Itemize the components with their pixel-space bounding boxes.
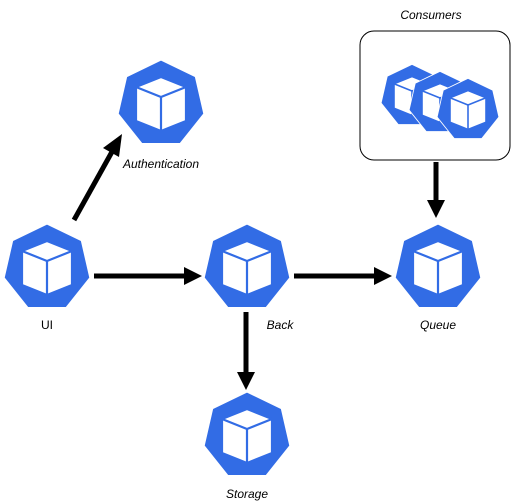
queue-label: Queue [420,318,456,332]
ui-pod-icon [2,222,92,309]
node-authentication: Authentication [116,58,205,171]
node-ui: UI [2,222,92,332]
back-label: Back [267,318,295,332]
edge-consumers-to-queue [427,162,445,218]
edge-back-to-queue [294,267,392,285]
edge-ui-to-authentication [71,134,122,222]
node-back: Back [203,222,295,332]
authentication-pod-icon [116,58,205,145]
ui-label: UI [41,318,53,332]
storage-pod-icon [203,390,291,477]
edge-ui-to-back [94,267,202,285]
storage-label: Storage [226,487,268,501]
authentication-label: Authentication [122,157,199,171]
queue-pod-icon [394,222,482,309]
node-storage: Storage [203,390,291,501]
edge-back-to-storage [237,312,255,390]
back-pod-icon [203,222,291,309]
consumers-label: Consumers [400,8,461,22]
node-queue: Queue [394,222,482,332]
